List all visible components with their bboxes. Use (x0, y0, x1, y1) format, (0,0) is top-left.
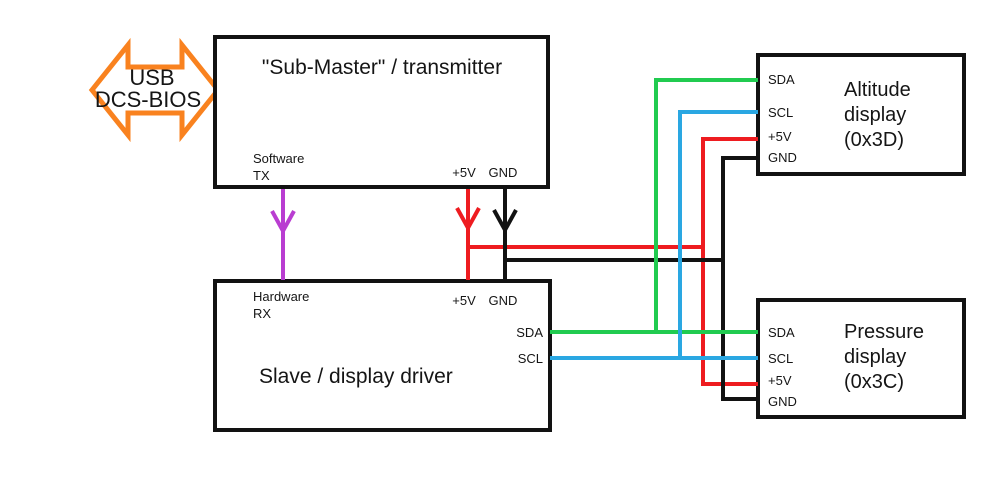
submaster-pin-software-tx-line1: Software (253, 151, 304, 166)
slave-title: Slave / display driver (259, 365, 453, 388)
usb-label: USB (129, 65, 174, 90)
altitude-display-box (756, 53, 966, 176)
wire-sda-riser (654, 78, 758, 332)
wire-scl-riser (678, 110, 758, 358)
slave-pin-gnd-label: GND (489, 293, 518, 308)
dcs-bios-label: DCS-BIOS (95, 87, 201, 112)
altitude-pin-sda-label: SDA (768, 72, 795, 87)
submaster-title: "Sub-Master" / transmitter (262, 56, 502, 79)
altitude-title-line1: Altitude (844, 79, 911, 101)
submaster-pin-5v-label: +5V (452, 165, 476, 180)
slave-pin-hardware-rx-line1: Hardware (253, 289, 309, 304)
pressure-title-line2: display (844, 346, 906, 368)
slave-pin-hardware-rx-line2: RX (253, 306, 271, 321)
pressure-title-line1: Pressure (844, 321, 924, 343)
submaster-pin-software-tx-line2: TX (253, 168, 270, 183)
altitude-title-line3: (0x3D) (844, 129, 904, 151)
arrowhead-serial-down-icon (270, 210, 296, 236)
pressure-title-line3: (0x3C) (844, 371, 904, 393)
arrowhead-5v-down-icon (455, 207, 481, 233)
slave-pin-scl-label: SCL (518, 351, 543, 366)
slave-pin-5v-label: +5V (452, 293, 476, 308)
slave-pin-sda-label: SDA (516, 325, 543, 340)
wire-gnd-displays (721, 156, 758, 401)
altitude-pin-scl-label: SCL (768, 105, 793, 120)
submaster-pin-gnd-label: GND (489, 165, 518, 180)
pressure-pin-sda-label: SDA (768, 325, 795, 340)
arrowhead-gnd-down-icon (492, 209, 518, 235)
altitude-pin-gnd-label: GND (768, 150, 797, 165)
submaster-box (213, 35, 550, 189)
pressure-pin-5v-label: +5V (768, 373, 792, 388)
pressure-pin-scl-label: SCL (768, 351, 793, 366)
pressure-pin-gnd-label: GND (768, 394, 797, 409)
altitude-title-line2: display (844, 104, 906, 126)
slave-box (213, 279, 552, 432)
altitude-pin-5v-label: +5V (768, 129, 792, 144)
